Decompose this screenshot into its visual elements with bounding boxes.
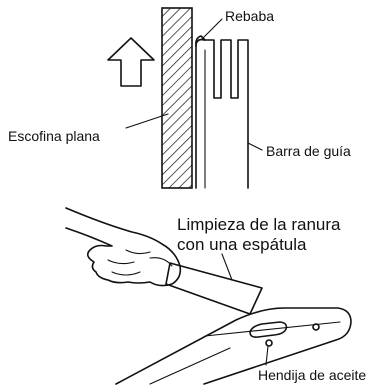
hand-finger-lines: [107, 249, 151, 276]
label-oil-hole: Hendija de aceite: [258, 367, 366, 383]
spatula-blade: [165, 262, 263, 315]
burr: [195, 35, 206, 47]
hand-thumb: [149, 257, 173, 267]
label-guide-bar: Barra de guía: [266, 143, 351, 159]
oil-hole-leader: [265, 345, 269, 366]
guide-bar-leader: [247, 142, 263, 151]
flat-file: [161, 7, 193, 189]
caption-leader: [221, 253, 233, 281]
burr-leader: [200, 18, 223, 41]
label-burr: Rebaba: [225, 8, 274, 24]
oil-hole-slot: [249, 321, 288, 338]
caption-line-2: con una espátula: [177, 235, 307, 254]
guide-bar-groove: [204, 321, 341, 337]
hand: [65, 207, 182, 287]
guide-bar-lower-edge: [149, 347, 231, 385]
guide-bar-side: [115, 307, 352, 385]
up-arrow-icon: [107, 37, 155, 87]
bottom-figure: Limpieza de la ranura con una espátula H…: [65, 207, 366, 385]
flat-file-leader: [125, 113, 169, 129]
top-figure: Rebaba Escofina plana Barra de guía: [8, 7, 351, 189]
guide-bar: [195, 38, 249, 189]
oil-hole: [265, 339, 273, 347]
label-flat-file: Escofina plana: [8, 128, 100, 144]
caption-line-1: Limpieza de la ranura: [177, 215, 341, 234]
oil-hole-2: [312, 323, 320, 331]
